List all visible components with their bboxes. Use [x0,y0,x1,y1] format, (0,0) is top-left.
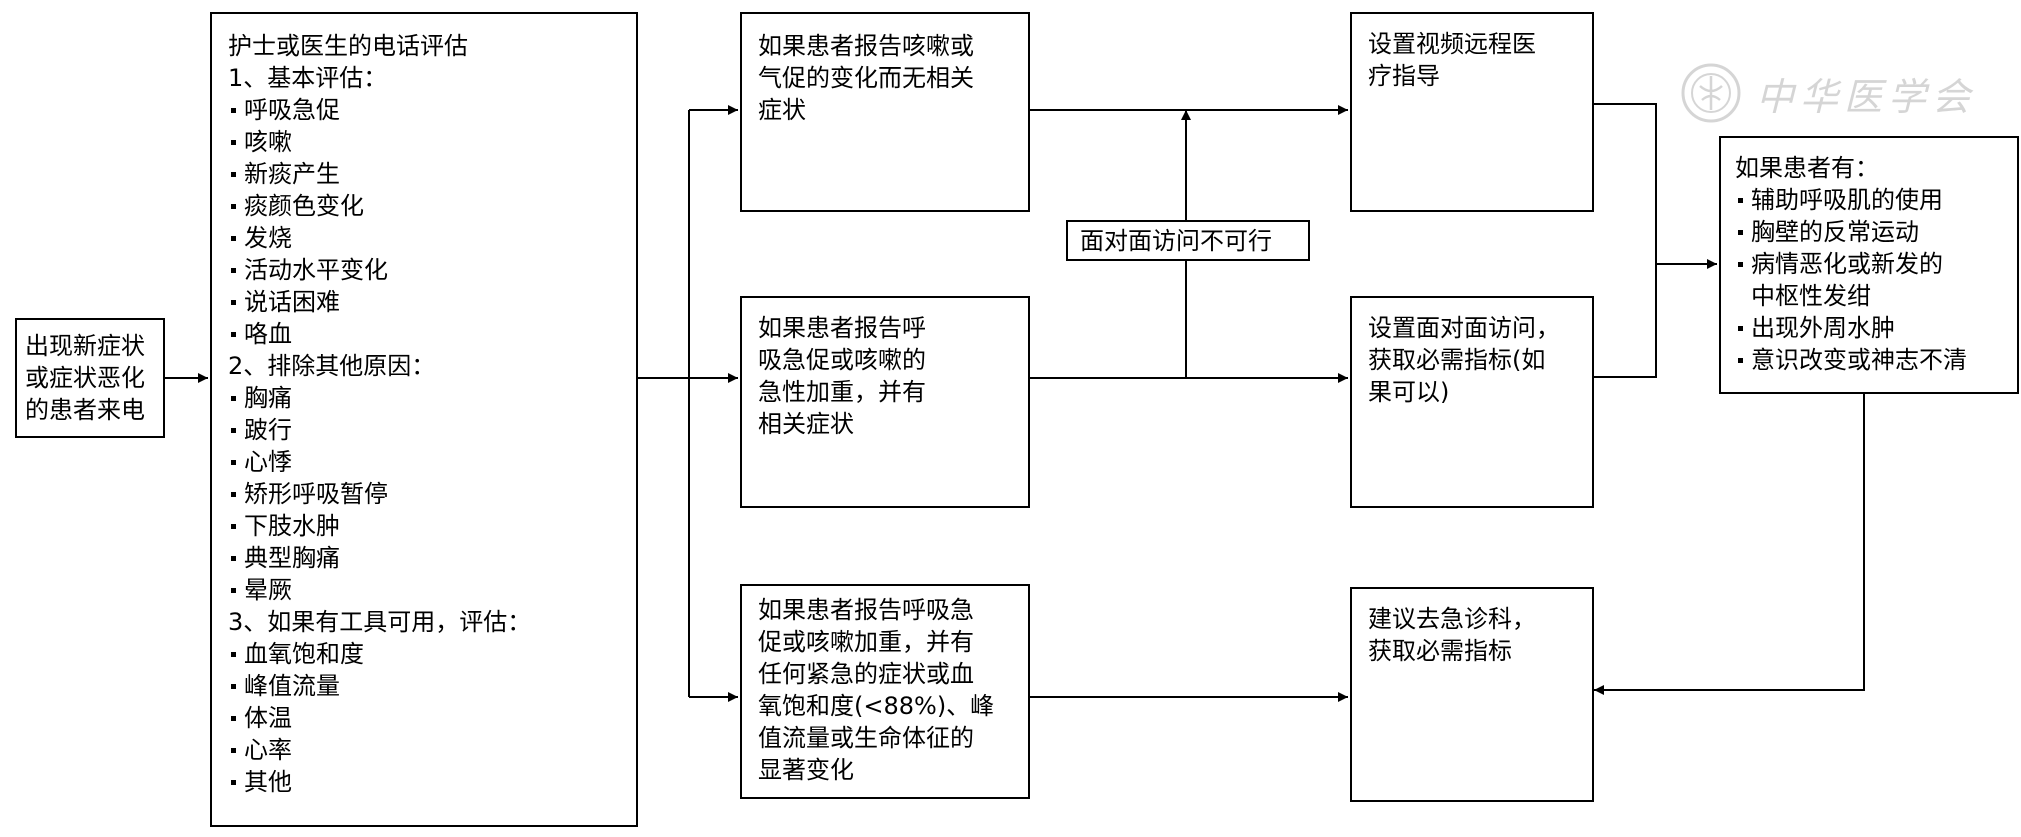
assessment-body: 护士或医生的电话评估 1、基本评估：呼吸急促咳嗽新痰产生痰颜色变化发烧活动水平变化… [228,30,531,798]
assessment-item: 典型胸痛 [228,542,531,574]
mild-change-text: 如果患者报告咳嗽或 气促的变化而无相关 症状 [758,32,974,124]
assessment-item: 活动水平变化 [228,254,531,286]
arrow-escalation-to-emergency [1594,394,1865,695]
assessment-title: 护士或医生的电话评估 [228,32,468,60]
assessment-item: 跛行 [228,414,531,446]
node-acute-worsening: 如果患者报告呼 吸急促或咳嗽的 急性加重，并有 相关症状 [740,296,1030,508]
escalation-title: 如果患者有： [1735,154,1879,182]
escalation-body: 如果患者有：辅助呼吸肌的使用胸壁的反常运动病情恶化或新发的 中枢性发绀出现外周水… [1735,152,1967,376]
assessment-section-heading: 2、排除其他原因： [228,352,436,380]
assessment-item: 呼吸急促 [228,94,531,126]
seal-icon [1681,63,1741,123]
node-video-telehealth: 设置视频远程医 疗指导 [1350,12,1594,212]
assessment-item: 矫形呼吸暂停 [228,478,531,510]
urgent-symptoms-text: 如果患者报告呼吸急 促或咳嗽加重，并有 任何紧急的症状或血 氧饱和度(<88%)… [758,596,995,784]
assessment-item: 体温 [228,702,531,734]
escalation-item: 意识改变或神志不清 [1735,344,1967,376]
assessment-item: 心悸 [228,446,531,478]
caller-line: 或症状恶化 [25,364,145,392]
assessment-item: 新痰产生 [228,158,531,190]
assessment-item: 心率 [228,734,531,766]
line-video-to-merge [1592,103,1657,378]
node-in-person-visit: 设置面对面访问， 获取必需指标(如 果可以) [1350,296,1594,508]
node-assessment: 护士或医生的电话评估 1、基本评估：呼吸急促咳嗽新痰产生痰颜色变化发烧活动水平变化… [210,12,638,827]
caller-line: 的患者来电 [25,396,145,424]
assessment-item: 血氧饱和度 [228,638,531,670]
in-person-visit-text: 设置面对面访问， 获取必需指标(如 果可以) [1368,314,1560,406]
video-telehealth-text: 设置视频远程医 疗指导 [1368,30,1536,90]
watermark: 中华医学会 [1680,62,1976,124]
not-feasible-text: 面对面访问不可行 [1080,227,1272,255]
assessment-item: 痰颜色变化 [228,190,531,222]
escalation-item: 病情恶化或新发的 中枢性发绀 [1735,248,1967,312]
node-escalation-criteria: 如果患者有：辅助呼吸肌的使用胸壁的反常运动病情恶化或新发的 中枢性发绀出现外周水… [1719,136,2019,394]
assessment-item: 咳嗽 [228,126,531,158]
node-caller: 出现新症状 或症状恶化 的患者来电 [15,318,165,438]
assessment-item: 发烧 [228,222,531,254]
assessment-item: 说话困难 [228,286,531,318]
node-in-person-not-feasible: 面对面访问不可行 [1066,220,1310,261]
assessment-item: 峰值流量 [228,670,531,702]
caller-line: 出现新症状 [25,332,145,360]
assessment-item: 晕厥 [228,574,531,606]
node-emergency-department: 建议去急诊科， 获取必需指标 [1350,587,1594,802]
emergency-department-text: 建议去急诊科， 获取必需指标 [1368,605,1536,665]
node-mild-change: 如果患者报告咳嗽或 气促的变化而无相关 症状 [740,12,1030,212]
caller-lines: 出现新症状 或症状恶化 的患者来电 [25,330,145,426]
watermark-text: 中华医学会 [1756,74,1977,119]
escalation-item: 辅助呼吸肌的使用 [1735,184,1967,216]
assessment-section-heading: 1、基本评估： [228,64,388,92]
assessment-item: 咯血 [228,318,531,350]
assessment-section-heading: 3、如果有工具可用，评估： [228,608,532,636]
assessment-item: 其他 [228,766,531,798]
acute-worsening-text: 如果患者报告呼 吸急促或咳嗽的 急性加重，并有 相关症状 [758,314,926,438]
assessment-item: 胸痛 [228,382,531,414]
escalation-item: 胸壁的反常运动 [1735,216,1967,248]
node-urgent-symptoms: 如果患者报告呼吸急 促或咳嗽加重，并有 任何紧急的症状或血 氧饱和度(<88%)… [740,584,1030,799]
assessment-item: 下肢水肿 [228,510,531,542]
escalation-item: 出现外周水肿 [1735,312,1967,344]
